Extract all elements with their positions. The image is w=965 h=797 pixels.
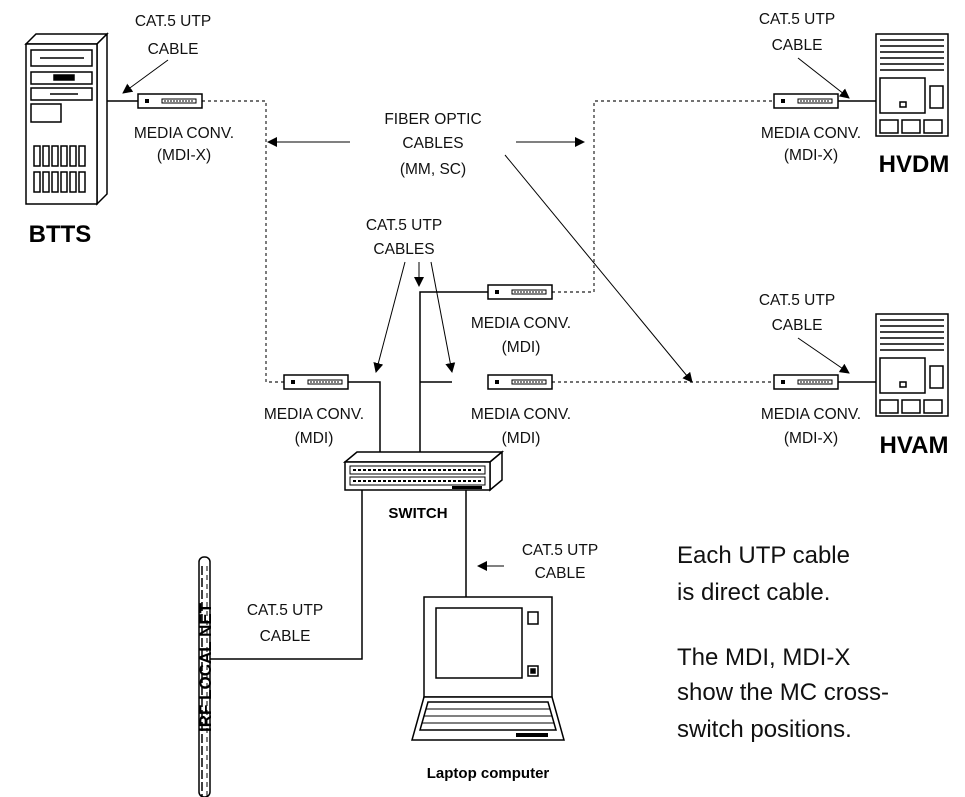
hvdm-utp-label-2: CABLE [772, 37, 823, 54]
hvdm-mc-mode: (MDI-X) [784, 147, 838, 164]
top-mc-mode: (MDI) [502, 339, 541, 356]
net-utp-label-2: CABLE [260, 628, 311, 645]
fiber-label-1: FIBER OPTIC [384, 111, 481, 128]
switch-label: SWITCH [388, 505, 447, 522]
laptop-icon [411, 596, 565, 741]
hvdm-utp-label: CAT.5 UTP [759, 11, 835, 28]
note-line-3: The MDI, MDI-X [677, 644, 850, 671]
pointer-arrows [122, 57, 850, 571]
btts-label: BTTS [29, 221, 92, 248]
hvam-mc-mode: (MDI-X) [784, 430, 838, 447]
btts-tower-icon [24, 32, 109, 206]
right-mc-mode: (MDI) [502, 430, 541, 447]
note-line-1: Each UTP cable [677, 542, 850, 569]
note-line-5: switch positions. [677, 716, 852, 743]
media-converter-hvdm [773, 93, 839, 109]
utp-cables [105, 100, 876, 660]
left-mc-label: MEDIA CONV. [264, 406, 364, 423]
btts-mc-mode: (MDI-X) [157, 147, 211, 164]
hvdm-mc-label: MEDIA CONV. [761, 125, 861, 142]
btts-mc-label: MEDIA CONV. [134, 125, 234, 142]
top-mc-label: MEDIA CONV. [471, 315, 571, 332]
btts-utp-label-2: CABLE [148, 41, 199, 58]
hvam-label: HVAM [880, 432, 949, 459]
fiber-label-3: (MM, SC) [400, 161, 466, 178]
hvdm-label: HVDM [879, 151, 950, 178]
media-converter-btts [137, 93, 203, 109]
net-utp-label: CAT.5 UTP [247, 602, 323, 619]
center-utp-label-2: CABLES [373, 241, 434, 258]
btts-utp-label: CAT.5 UTP [135, 13, 211, 30]
irf-local-net-pole [198, 556, 211, 797]
laptop-utp-label: CAT.5 UTP [522, 542, 598, 559]
media-converter-left-mdi [283, 374, 349, 390]
note-line-4: show the MC cross- [677, 679, 889, 706]
fiber-label-2: CABLES [402, 135, 463, 152]
media-converter-right-mdi [487, 374, 553, 390]
hvam-utp-label: CAT.5 UTP [759, 292, 835, 309]
hvam-utp-label-2: CABLE [772, 317, 823, 334]
right-mc-label: MEDIA CONV. [471, 406, 571, 423]
hvam-cabinet-icon [875, 313, 949, 417]
media-converter-hvam [773, 374, 839, 390]
laptop-utp-label-2: CABLE [535, 565, 586, 582]
hvam-mc-label: MEDIA CONV. [761, 406, 861, 423]
note-line-2: is direct cable. [677, 579, 830, 606]
laptop-label: Laptop computer [427, 765, 550, 782]
center-utp-label: CAT.5 UTP [366, 217, 442, 234]
irf-local-net-label: IRF LOCAL NET [196, 602, 215, 732]
media-converter-top-mdi [487, 284, 553, 300]
hvdm-cabinet-icon [875, 33, 949, 137]
switch-icon [342, 450, 505, 492]
fiber-optic-cables [202, 100, 774, 383]
left-mc-mode: (MDI) [295, 430, 334, 447]
